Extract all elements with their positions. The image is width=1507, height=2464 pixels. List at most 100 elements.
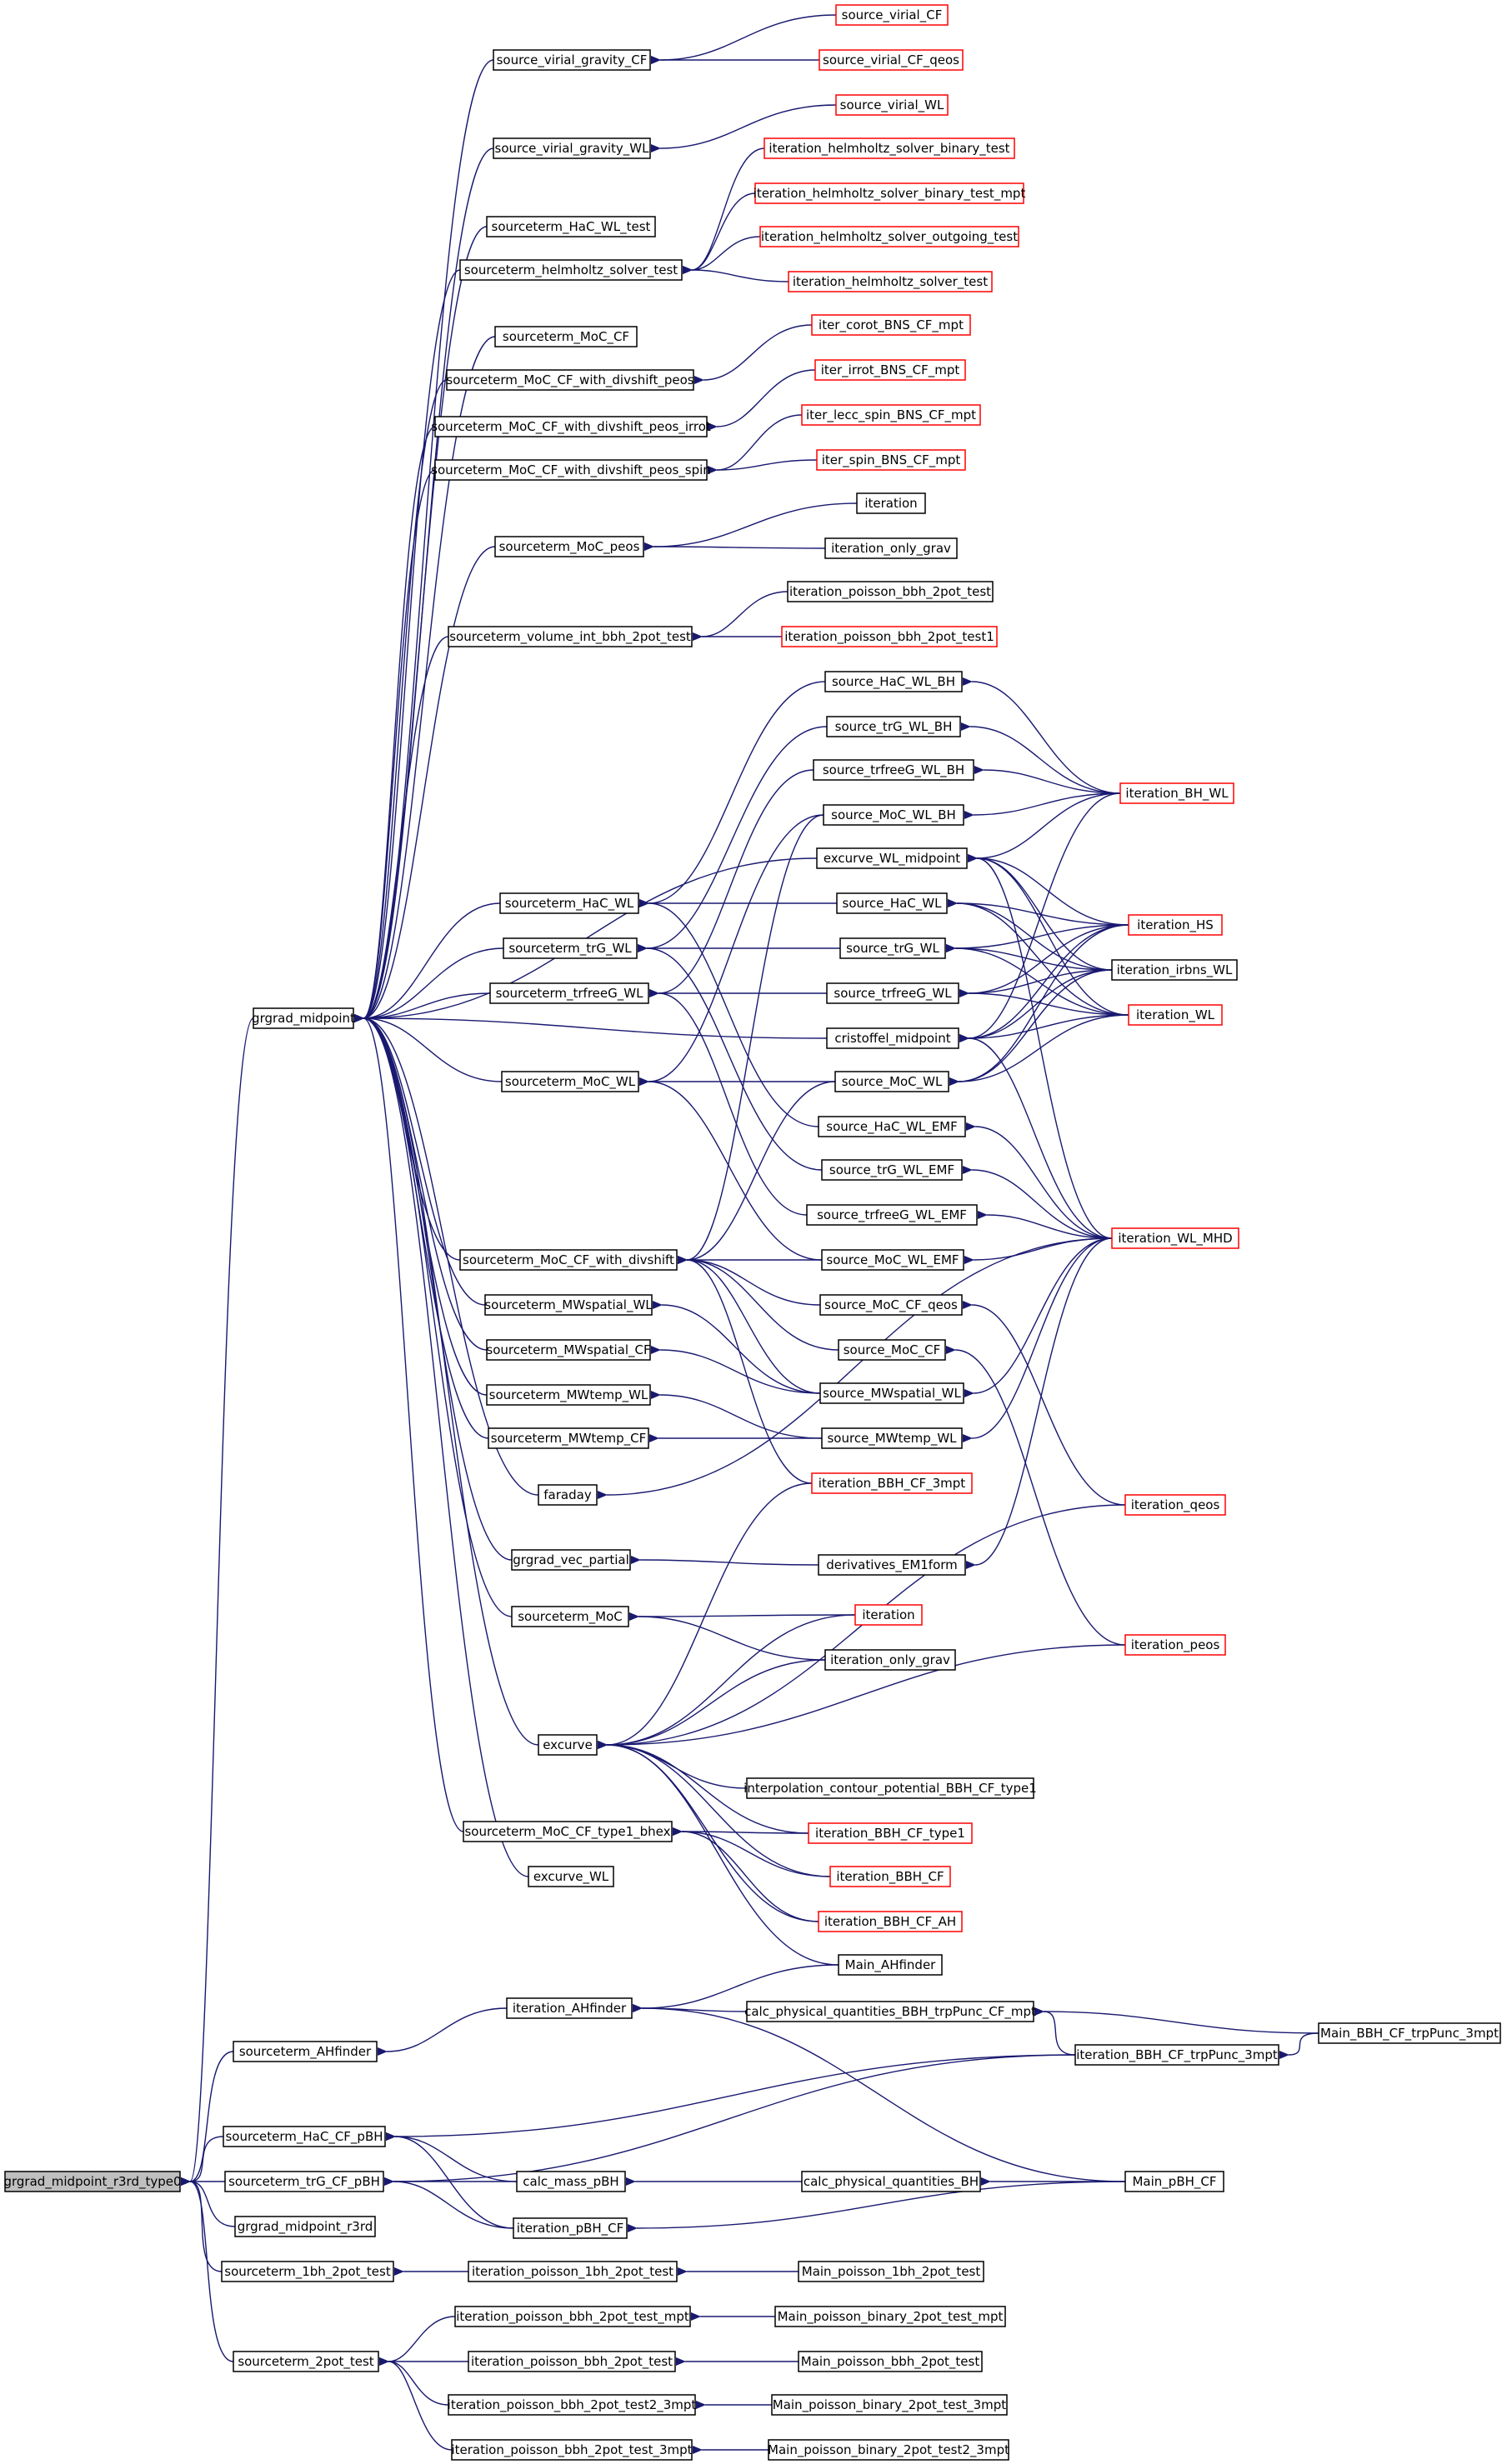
node-s_trg_emf[interactable]: source_trG_WL_EMF: [821, 1159, 963, 1181]
node-st_mwt_wl[interactable]: sourceterm_MWtemp_WL: [486, 1384, 651, 1406]
node-cristoffel[interactable]: cristoffel_midpoint: [826, 1027, 959, 1049]
node-sv_wl[interactable]: source_virial_WL: [835, 94, 949, 116]
node-excurve[interactable]: excurve: [538, 1734, 598, 1756]
node-s_trg_wl[interactable]: source_trG_WL: [839, 937, 946, 959]
node-calc_bbh_trp[interactable]: calc_physical_quantities_BBH_trpPunc_CF_…: [744, 2001, 1036, 2022]
node-st_moc_cf_peos[interactable]: sourceterm_MoC_CF_with_divshift_peos: [446, 369, 694, 391]
node-it_pois_bbh_b[interactable]: iteration_poisson_bbh_2pot_test: [468, 2351, 676, 2372]
node-deriv_em1[interactable]: derivatives_EM1form: [818, 1554, 966, 1576]
node-main_pois_bin_3mpt[interactable]: Main_poisson_binary_2pot_test_3mpt: [771, 2394, 1008, 2416]
node-it_pois_bbh2_3mpt[interactable]: iteration_poisson_bbh_2pot_test2_3mpt: [448, 2394, 697, 2416]
node-interp[interactable]: interpolation_contour_potential_BBH_CF_t…: [743, 1777, 1037, 1799]
node-it_peos[interactable]: iteration_peos: [1124, 1634, 1226, 1656]
node-st_moc_wl[interactable]: sourceterm_MoC_WL: [501, 1071, 639, 1092]
node-it_lecc[interactable]: iter_lecc_spin_BNS_CF_mpt: [801, 404, 981, 426]
node-excurve_wl[interactable]: excurve_WL: [528, 1866, 614, 1887]
node-s_hac_bh[interactable]: source_HaC_WL_BH: [824, 671, 963, 692]
node-svg_cf[interactable]: source_virial_gravity_CF: [493, 49, 651, 71]
node-s_moc_bh[interactable]: source_MoC_WL_BH: [823, 804, 964, 826]
node-it_irrot[interactable]: iter_irrot_BNS_CF_mpt: [814, 359, 966, 381]
node-st_moc_cf_div[interactable]: sourceterm_MoC_CF_with_divshift: [459, 1249, 678, 1271]
node-it_bbh_cf_ah[interactable]: iteration_BBH_CF_AH: [818, 1911, 963, 1932]
node-it_bh_wl[interactable]: iteration_BH_WL: [1119, 782, 1234, 804]
node-st_moc_cf_irrot[interactable]: sourceterm_MoC_CF_with_divshift_peos_irr…: [431, 416, 711, 437]
node-it_bbh_trp[interactable]: iteration_BBH_CF_trpPunc_3mpt: [1074, 2044, 1279, 2066]
node-it_pbh[interactable]: iteration_pBH_CF: [513, 2217, 628, 2239]
node-it_a[interactable]: iteration: [856, 492, 926, 514]
node-grgrad_r3rd[interactable]: grgrad_midpoint_r3rd: [234, 2216, 376, 2237]
node-it_pois_bbh[interactable]: iteration_poisson_bbh_2pot_test: [787, 581, 994, 602]
node-svg_wl[interactable]: source_virial_gravity_WL: [493, 137, 651, 159]
node-it_bbh_cf[interactable]: iteration_BBH_CF: [829, 1866, 951, 1887]
node-st_mwt_cf[interactable]: sourceterm_MWtemp_CF: [488, 1427, 649, 1449]
node-sv_cf_qeos[interactable]: source_virial_CF_qeos: [819, 49, 964, 71]
node-it_irbns[interactable]: iteration_irbns_WL: [1111, 959, 1238, 981]
node-main_bbh_trp[interactable]: Main_BBH_CF_trpPunc_3mpt: [1318, 2022, 1501, 2044]
node-it_helm_bin[interactable]: iteration_helmholtz_solver_binary_test: [764, 137, 1015, 159]
node-st_ahf[interactable]: sourceterm_AHfinder: [233, 2041, 378, 2062]
node-it_wl_mhd[interactable]: iteration_WL_MHD: [1111, 1227, 1239, 1249]
node-it_bbh_cf_3mpt[interactable]: iteration_BBH_CF_3mpt: [811, 1472, 973, 1494]
node-it_pois_bbh_mpt[interactable]: iteration_poisson_bbh_2pot_test_mpt: [454, 2306, 691, 2327]
node-it_helm_bin_mpt[interactable]: iteration_helmholtz_solver_binary_test_m…: [754, 182, 1026, 204]
node-st_hac_wl[interactable]: sourceterm_HaC_WL: [499, 892, 639, 914]
node-it_pois_1bh[interactable]: iteration_poisson_1bh_2pot_test: [468, 2261, 678, 2282]
node-calc_bh[interactable]: calc_physical_quantities_BH: [801, 2171, 981, 2192]
node-st_moc[interactable]: sourceterm_MoC: [511, 1606, 629, 1627]
node-st_trg_pbh[interactable]: sourceterm_trG_CF_pBH: [224, 2171, 384, 2192]
node-root[interactable]: grgrad_midpoint_r3rd_type0: [3, 2171, 182, 2192]
node-it_b[interactable]: iteration: [854, 1604, 923, 1626]
node-it_hs[interactable]: iteration_HS: [1128, 914, 1223, 936]
node-main_ah[interactable]: Main_AHfinder: [838, 1954, 943, 1976]
node-st_2pot[interactable]: sourceterm_2pot_test: [233, 2351, 379, 2372]
node-it_only_b[interactable]: iteration_only_grav: [824, 1649, 956, 1671]
node-grgrad_midpoint[interactable]: grgrad_midpoint: [252, 1007, 355, 1029]
node-st_1bh[interactable]: sourceterm_1bh_2pot_test: [221, 2261, 394, 2282]
node-st_hac_pbh[interactable]: sourceterm_HaC_CF_pBH: [223, 2126, 386, 2147]
node-s_moc_wl[interactable]: source_MoC_WL: [834, 1071, 949, 1092]
node-it_qeos[interactable]: iteration_qeos: [1124, 1494, 1226, 1516]
node-it_spin[interactable]: iter_spin_BNS_CF_mpt: [816, 449, 966, 471]
node-grgrad_vec[interactable]: grgrad_vec_partial: [511, 1549, 631, 1571]
node-s_mwsp_wl[interactable]: source_MWspatial_WL: [819, 1382, 964, 1404]
node-it_pois_bbh1[interactable]: iteration_poisson_bbh_2pot_test1: [781, 626, 998, 647]
node-st_trf_wl[interactable]: sourceterm_trfreeG_WL: [489, 982, 649, 1004]
node-st_moc_cf_spin[interactable]: sourceterm_MoC_CF_with_divshift_peos_spi…: [431, 459, 711, 481]
node-st_moc_peos[interactable]: sourceterm_MoC_peos: [494, 536, 644, 557]
node-main_pois_bbh[interactable]: Main_poisson_bbh_2pot_test: [798, 2351, 983, 2372]
node-s_moc_cf_qeos[interactable]: source_MoC_CF_qeos: [819, 1294, 963, 1316]
node-s_hac_emf[interactable]: source_HaC_WL_EMF: [818, 1116, 966, 1137]
node-it_ahf[interactable]: iteration_AHfinder: [506, 1997, 633, 2019]
node-it_helm_out[interactable]: iteration_helmholtz_solver_outgoing_test: [759, 226, 1019, 247]
node-s_mwt_wl[interactable]: source_MWtemp_WL: [821, 1427, 963, 1449]
node-s_moc_cf[interactable]: source_MoC_CF: [838, 1339, 946, 1361]
node-st_hac_wl_test[interactable]: sourceterm_HaC_WL_test: [486, 216, 656, 237]
node-st_trg_wl[interactable]: sourceterm_trG_WL: [503, 937, 638, 959]
node-s_moc_emf[interactable]: source_MoC_WL_EMF: [821, 1249, 964, 1271]
node-st_helm[interactable]: sourceterm_helmholtz_solver_test: [459, 259, 683, 281]
node-it_only_a[interactable]: iteration_only_grav: [824, 537, 958, 559]
node-st_vol[interactable]: sourceterm_volume_int_bbh_2pot_test: [448, 626, 693, 647]
node-main_pbh[interactable]: Main_pBH_CF: [1124, 2171, 1224, 2192]
node-s_hac_wl[interactable]: source_HaC_WL: [836, 892, 948, 914]
node-st_moc_cf_t1[interactable]: sourceterm_MoC_CF_type1_bhex: [463, 1821, 673, 1842]
node-s_trf_bh[interactable]: source_trfreeG_WL_BH: [813, 759, 974, 781]
node-s_trf_wl[interactable]: source_trfreeG_WL: [826, 982, 959, 1004]
node-it_corot[interactable]: iter_corot_BNS_CF_mpt: [811, 314, 971, 336]
node-main_pois_bin2_3mpt[interactable]: Main_poisson_binary_2pot_test2_3mpt: [768, 2439, 1009, 2461]
node-main_pois_1bh[interactable]: Main_poisson_1bh_2pot_test: [798, 2261, 984, 2282]
node-st_moc_cf[interactable]: sourceterm_MoC_CF: [494, 326, 638, 347]
node-s_trg_bh[interactable]: source_trG_WL_BH: [826, 716, 961, 737]
node-st_mwsp_cf[interactable]: sourceterm_MWspatial_CF: [486, 1339, 651, 1361]
node-faraday[interactable]: faraday: [538, 1484, 598, 1506]
node-s_trf_emf[interactable]: source_trfreeG_WL_EMF: [806, 1204, 978, 1226]
node-it_pois_bbh_3mpt[interactable]: iteration_poisson_bbh_2pot_test_3mpt: [451, 2439, 693, 2461]
node-calc_mass[interactable]: calc_mass_pBH: [516, 2171, 626, 2192]
node-sv_cf[interactable]: source_virial_CF: [835, 4, 949, 26]
node-it_wl[interactable]: iteration_WL: [1128, 1004, 1223, 1026]
node-exc_wl_mid[interactable]: excurve_WL_midpoint: [816, 847, 968, 869]
node-it_helm[interactable]: iteration_helmholtz_solver_test: [788, 271, 993, 292]
node-main_pois_bin_mpt[interactable]: Main_poisson_binary_2pot_test_mpt: [774, 2306, 1006, 2327]
node-st_mwsp_wl[interactable]: sourceterm_MWspatial_WL: [484, 1294, 653, 1316]
node-it_bbh_cf_t1[interactable]: iteration_BBH_CF_type1: [808, 1822, 973, 1844]
